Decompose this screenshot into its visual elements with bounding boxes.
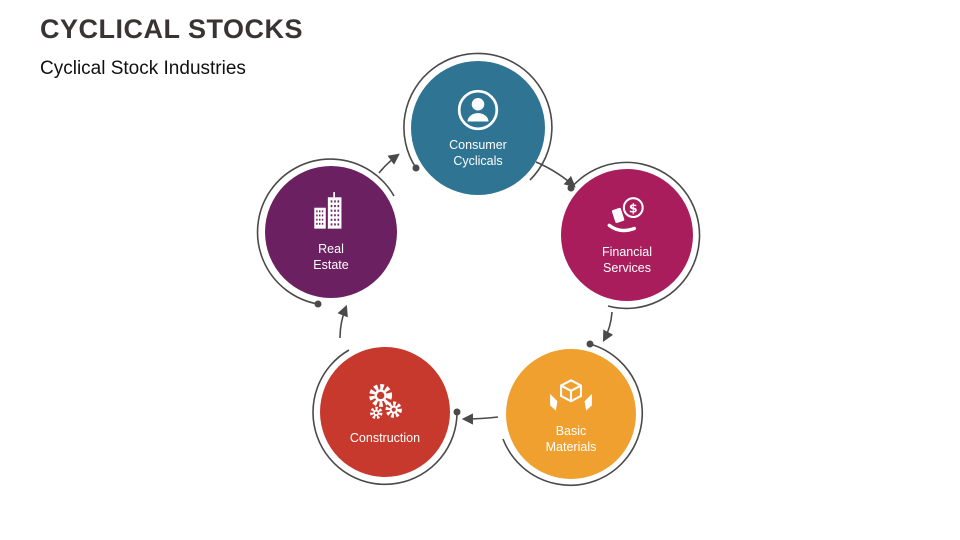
arc-construction	[312, 349, 458, 486]
materials-icon	[548, 373, 594, 419]
arc-basic	[502, 343, 643, 486]
svg-text:$: $	[629, 200, 638, 215]
person-icon	[455, 87, 501, 133]
gears-icon	[361, 378, 409, 426]
arrow-consumer-to-financial	[535, 161, 576, 188]
buildings-icon	[308, 191, 354, 237]
node-real-estate: Real Estate	[265, 166, 397, 298]
node-label: Consumer Cyclicals	[449, 137, 507, 168]
node-basic-materials: Basic Materials	[506, 349, 636, 479]
arrow-construction-to-real-estate	[337, 304, 348, 339]
node-label: Financial Services	[601, 244, 653, 275]
node-label: Basic Materials	[545, 423, 597, 454]
arc-dot	[314, 300, 322, 308]
dollar-hand-icon: $	[604, 194, 650, 240]
page-subtitle: Cyclical Stock Industries	[40, 58, 246, 79]
node-label: Real Estate	[313, 241, 349, 272]
node-construction: Construction	[320, 347, 450, 477]
arc-dot	[586, 340, 594, 348]
node-label: Construction	[349, 430, 421, 445]
node-consumer-cyclicals: Consumer Cyclicals	[411, 61, 545, 195]
arrow-basic-to-construction	[461, 413, 499, 425]
arc-consumer	[403, 52, 553, 181]
arrow-real-estate-to-consumer	[378, 153, 400, 174]
page-title: CYCLICAL STOCKS	[40, 14, 304, 44]
arc-dot	[412, 164, 420, 172]
arrow-financial-to-basic	[602, 311, 614, 342]
arc-real-estate	[256, 158, 395, 305]
node-financial-services: $ Financial Services	[561, 169, 693, 301]
arc-dot	[453, 408, 461, 416]
arc-dot	[567, 184, 575, 192]
arc-financial	[570, 161, 701, 310]
